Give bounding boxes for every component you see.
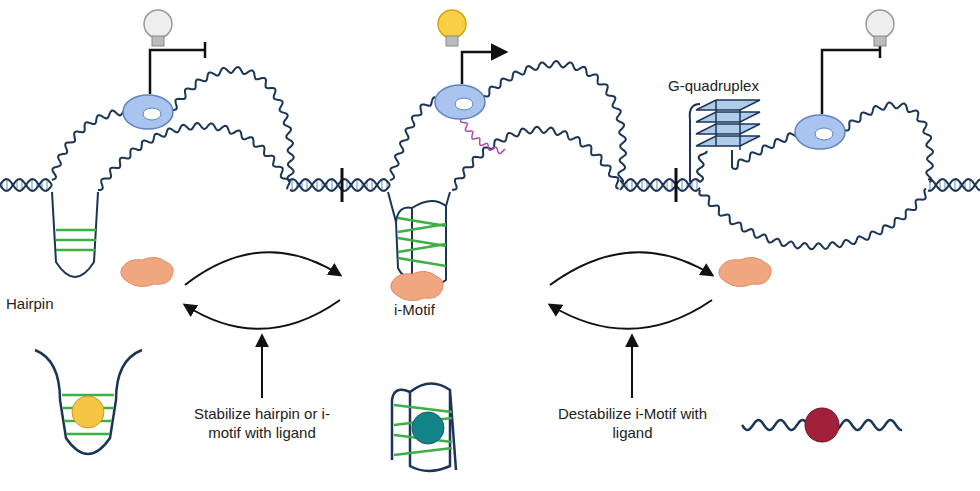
base-pair: [292, 179, 293, 191]
base-pair: [697, 179, 698, 190]
equilibrium-arrows: [185, 252, 712, 398]
dna-duplex: [0, 179, 980, 191]
base-pair: [372, 179, 373, 190]
unfolded-ligand-icon: [742, 408, 902, 442]
text-label: Hairpin: [6, 294, 54, 313]
text-label: G-quadruplex: [668, 76, 759, 95]
base-pair: [307, 179, 308, 190]
base-pair: [632, 179, 633, 190]
base-pair: [955, 179, 956, 191]
base-pair: [970, 179, 971, 190]
single-strand: [52, 109, 126, 180]
single-strand: [484, 61, 626, 182]
base-pair: [332, 179, 333, 191]
hairpin-ligand-icon: [35, 350, 142, 454]
dna-strand: [290, 179, 390, 191]
single-strand: [844, 103, 933, 183]
segment-divider: [675, 168, 678, 202]
single-strand: [697, 151, 707, 182]
base-pair: [47, 179, 48, 190]
text-label: i-Motif: [394, 300, 435, 319]
base-pair: [642, 179, 643, 190]
dna-strand: [928, 179, 980, 191]
dna-strand: [0, 179, 52, 191]
rna-transcript: [461, 118, 506, 154]
single-strand: [390, 97, 435, 180]
base-pair: [682, 179, 683, 191]
base-pair: [382, 179, 383, 190]
rna-polymerase: [123, 85, 845, 149]
text-label: Stabilize hairpin or i-motif with ligand: [187, 404, 337, 442]
single-strand: [172, 67, 294, 182]
base-pair: [357, 179, 358, 191]
dna-strand: [0, 179, 52, 191]
base-pair: [657, 179, 658, 191]
dna-strand: [620, 179, 700, 191]
dna-strand: [928, 179, 980, 191]
text-label: Destabilize i-Motif with ligand: [545, 404, 720, 442]
light-bulb: [144, 10, 894, 46]
single-strand: [98, 123, 290, 190]
base-pair: [7, 179, 8, 191]
single-strands: [52, 61, 933, 249]
base-pair: [317, 179, 318, 190]
i-motif-ligand-icon: [392, 383, 456, 471]
hairpin-structure: [52, 192, 98, 277]
dna-strand: [620, 179, 700, 191]
transcription-signal: [150, 42, 880, 114]
g-quadruplex-structure: [690, 100, 760, 182]
single-strand: [452, 127, 619, 190]
segment-divider: [341, 168, 344, 202]
dna-strand: [290, 179, 390, 191]
single-strand: [699, 189, 926, 250]
base-pair: [32, 179, 33, 191]
